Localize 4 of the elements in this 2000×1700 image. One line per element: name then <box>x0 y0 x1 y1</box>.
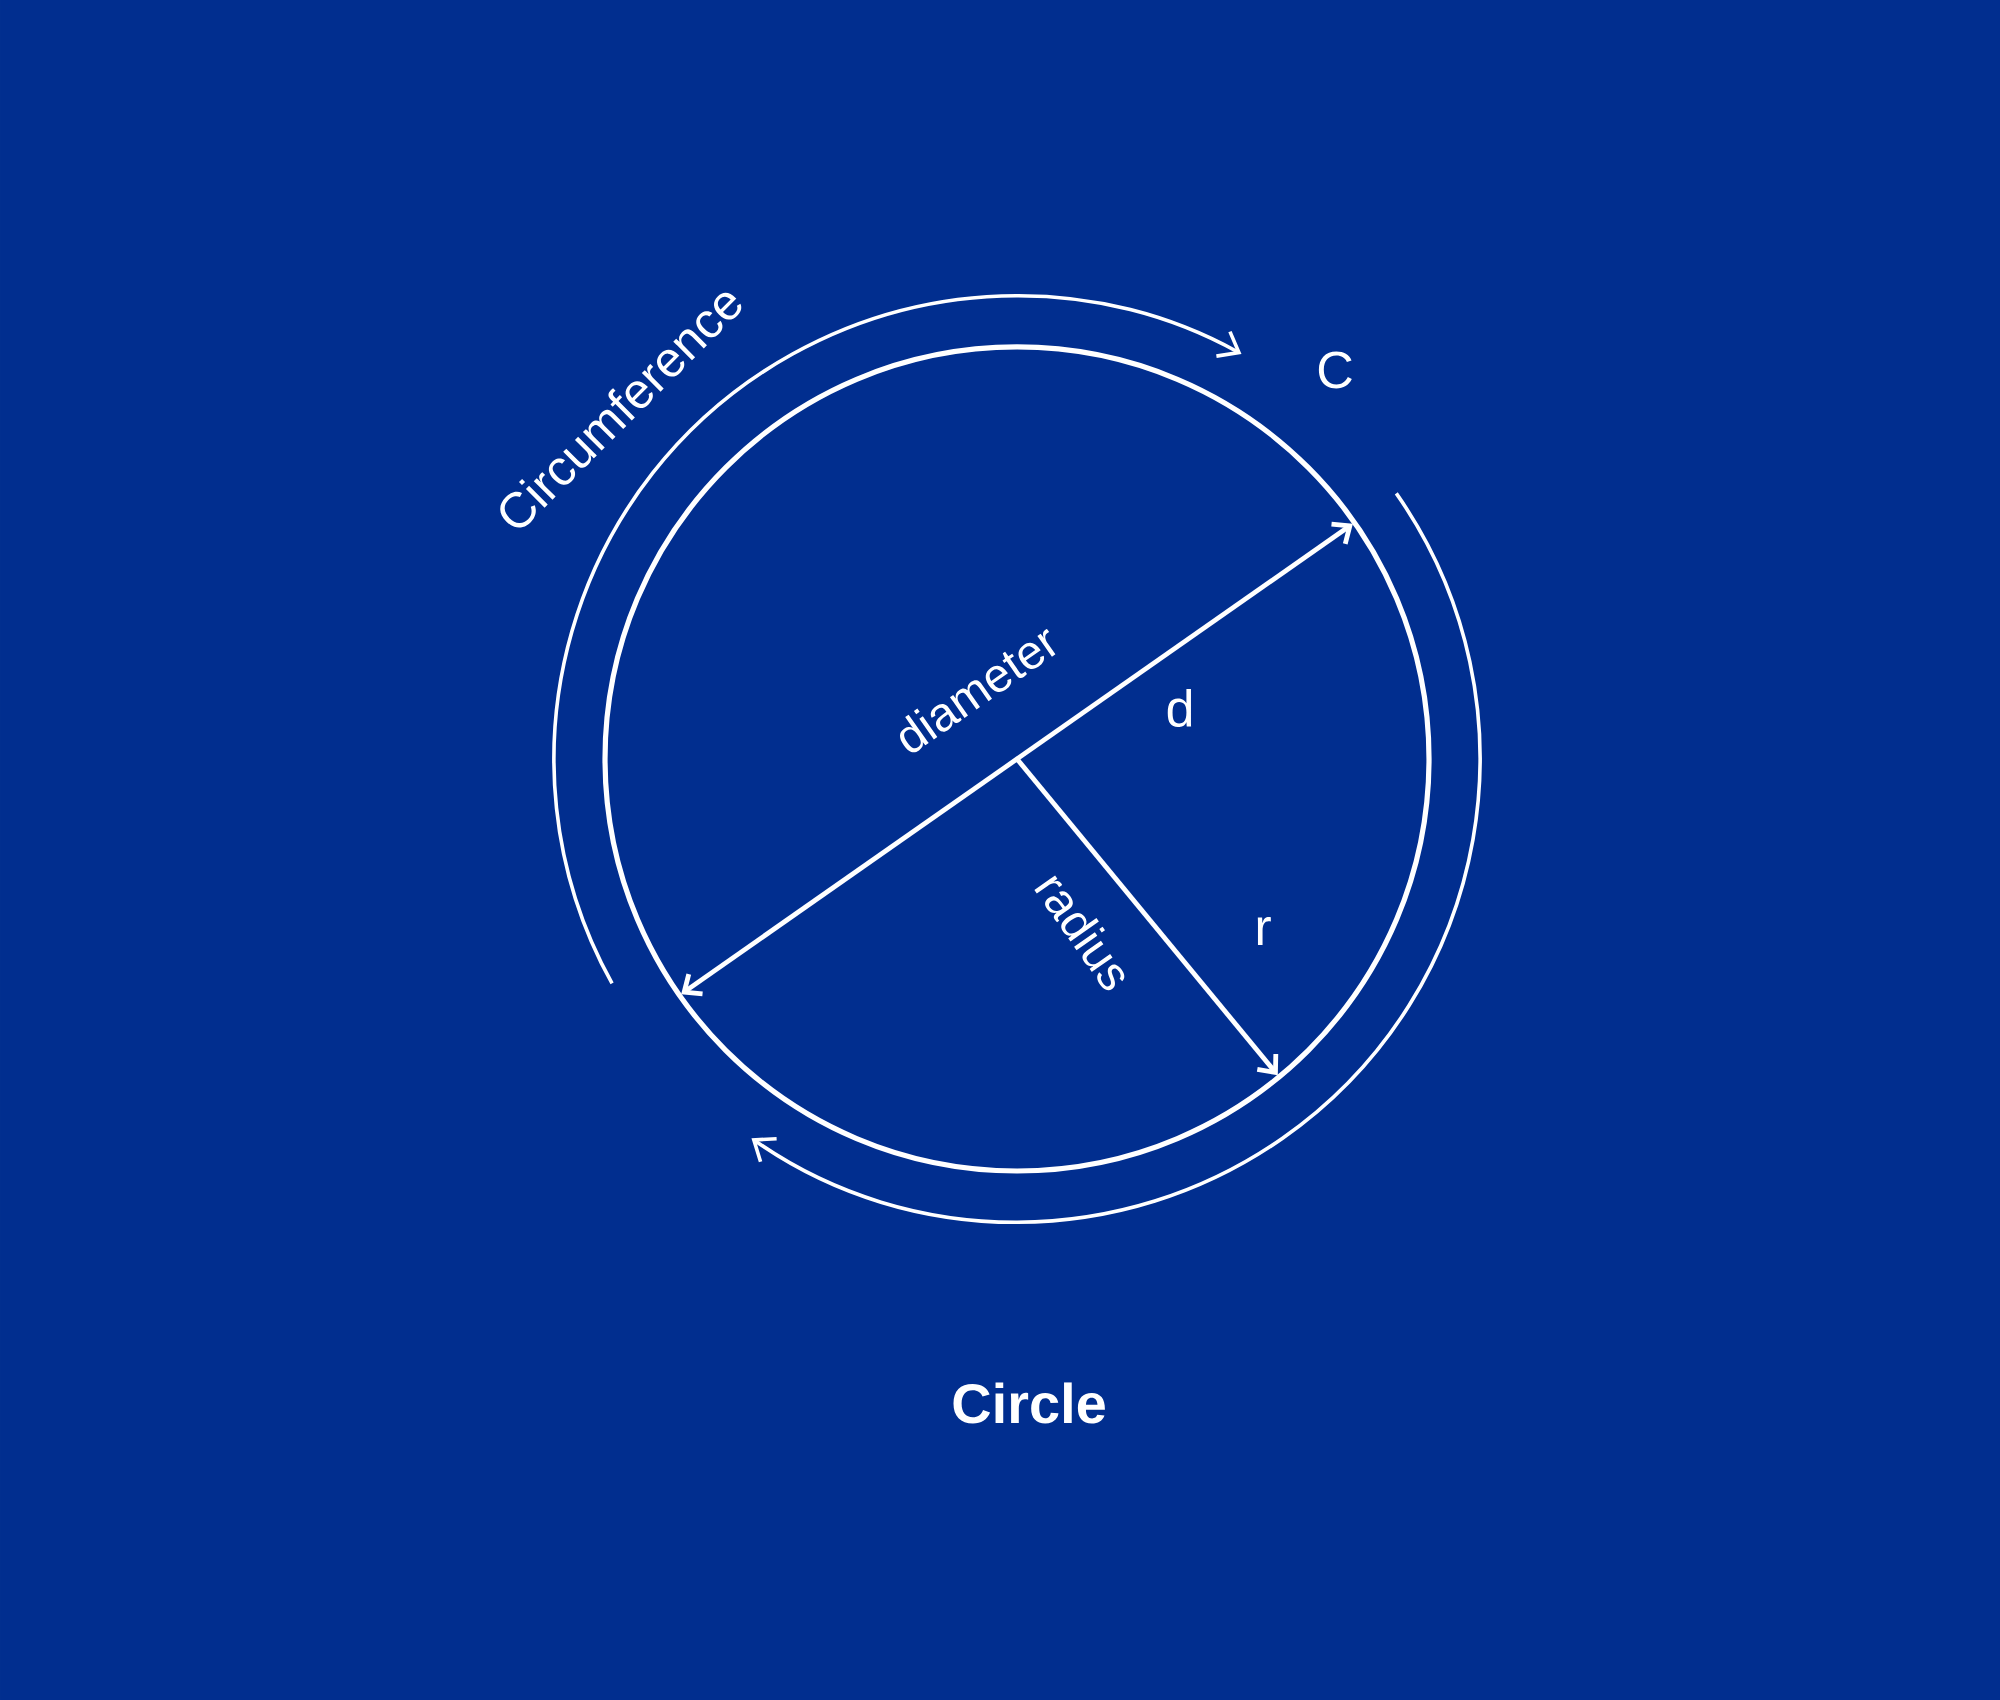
label: d <box>1167 688 1192 728</box>
label: C <box>1318 351 1352 389</box>
label: r <box>1257 917 1271 945</box>
caption: Circle <box>953 1382 1105 1424</box>
